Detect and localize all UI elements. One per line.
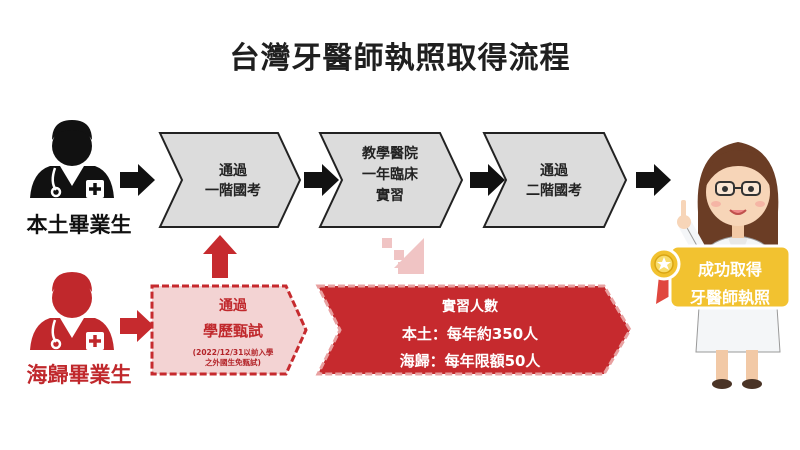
screening-note-line1: (2022/12/31以前入學 <box>192 348 274 357</box>
screening-line1: 通過 <box>219 298 247 314</box>
arrow-right-icon <box>120 164 155 196</box>
overseas-graduate-label: 海歸畢業生 <box>26 363 132 387</box>
arrow-right-icon <box>304 164 339 196</box>
screening-note: (2022/12/31以前入學 之外國生免甄試) <box>166 348 300 368</box>
step-exam2-line2: 二階國考 <box>526 183 582 199</box>
badge-line1: 成功取得 <box>697 260 762 279</box>
step-internship-text: 教學醫院 一年臨床 實習 <box>330 144 450 207</box>
arrow-right-icon <box>120 310 154 342</box>
step-exam1-text: 通過 一階國考 <box>178 161 288 201</box>
local-doctor-icon <box>30 120 114 198</box>
step-internship-line3: 實習 <box>376 188 404 204</box>
chevron-internship <box>318 132 464 228</box>
quota-title: 實習人數 <box>442 299 498 315</box>
quota-arrow-banner <box>315 284 632 376</box>
arrow-up-icon <box>203 235 237 278</box>
arrow-down-icon <box>382 238 424 274</box>
step-exam2-line1: 通過 <box>540 163 568 179</box>
badge-line2: 牙醫師執照 <box>689 288 770 307</box>
arrow-right-icon <box>636 164 671 196</box>
step-exam1-line2: 一階國考 <box>205 183 261 199</box>
step-internship-line1: 教學醫院 <box>362 146 418 162</box>
quota-overseas: 海歸：每年限額50人 <box>399 352 541 370</box>
success-badge <box>647 244 792 310</box>
overseas-doctor-icon <box>30 272 114 350</box>
local-graduate-label: 本土畢業生 <box>26 213 132 237</box>
step-internship-line2: 一年臨床 <box>362 167 418 183</box>
page-title: 台灣牙醫師執照取得流程 <box>229 41 571 76</box>
chevron-exam1 <box>158 132 302 228</box>
quota-local: 本土：每年約350人 <box>401 325 539 343</box>
step-exam2-text: 通過 二階國考 <box>498 161 610 201</box>
arrow-right-icon <box>470 164 505 196</box>
screening-note-line2: 之外國生免甄試) <box>205 358 261 367</box>
screening-line2: 學歷甄試 <box>202 322 263 340</box>
chevron-academic-screening <box>150 284 308 376</box>
step-exam1-line1: 通過 <box>219 163 247 179</box>
chevron-exam2 <box>482 132 628 228</box>
